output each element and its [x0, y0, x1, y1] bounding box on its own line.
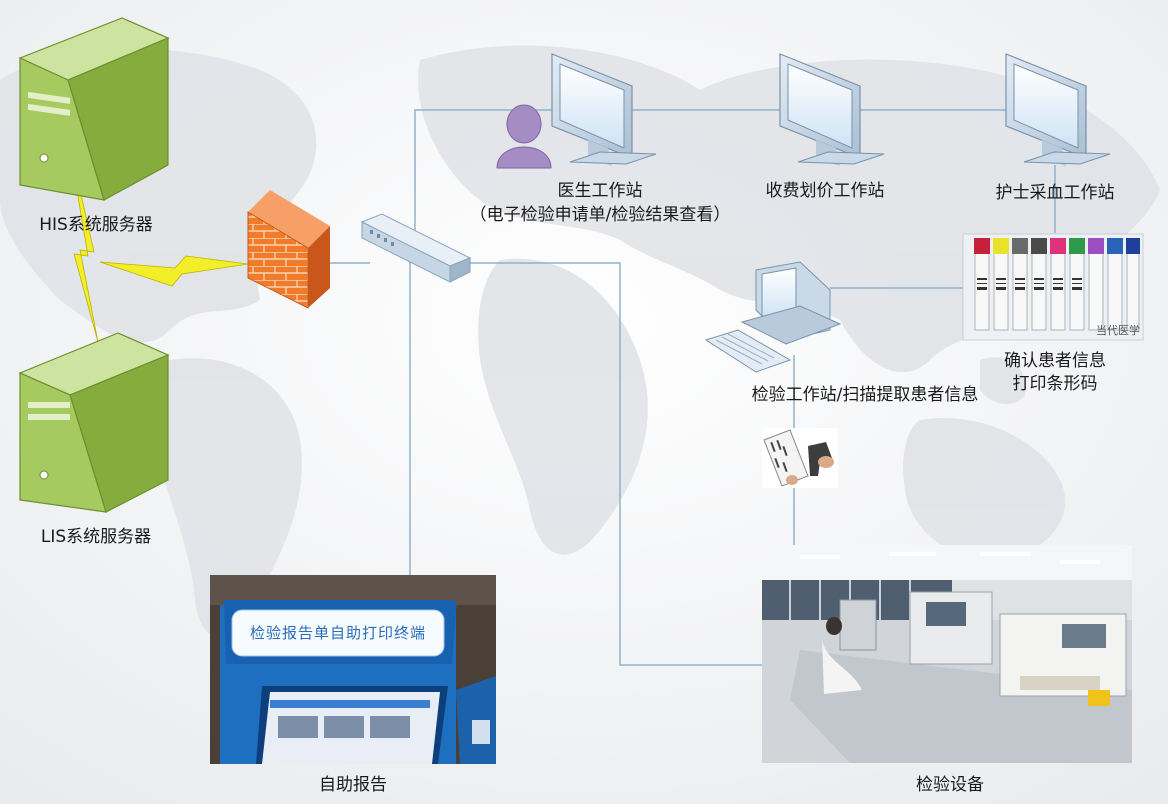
lab-equipment-label: 检验设备 [916, 775, 984, 795]
sample-tubes-photo: 当代医学 [962, 233, 1144, 341]
lis-server-label: LIS系统服务器 [40, 527, 152, 547]
link-switch-lab-equipment [460, 262, 762, 666]
kiosk-banner: 检验报告单自助打印终端 [249, 624, 426, 642]
doctor-station-label: 医生工作站 [557, 181, 643, 201]
switch-icon [360, 213, 472, 283]
nurse-station-label: 护士采血工作站 [995, 183, 1115, 203]
firewall-icon [247, 190, 330, 309]
doctor-station-sublabel: （电子检验申请单/检验结果查看） [469, 205, 731, 225]
billing-station-label: 收费划价工作站 [765, 181, 885, 201]
barcode-scanner-icon [762, 428, 838, 488]
monitor-icon [551, 53, 657, 166]
person-icon [496, 104, 552, 169]
server-icon [18, 332, 170, 513]
self-service-kiosk-photo [210, 575, 496, 764]
desktop-computer-icon [704, 261, 842, 373]
tubes-watermark: 当代医学 [1096, 323, 1140, 337]
lab-equipment-photo [762, 545, 1132, 763]
print-barcode-label: 打印条形码 [1012, 374, 1098, 394]
self-report-label: 自助报告 [319, 775, 387, 795]
confirm-info-label: 确认患者信息 [1004, 351, 1106, 371]
lab-station-label: 检验工作站/扫描提取患者信息 [751, 385, 979, 405]
monitor-icon [1005, 53, 1111, 166]
server-icon [18, 17, 170, 201]
monitor-icon [779, 53, 885, 166]
his-server-label: HIS系统服务器 [39, 215, 153, 235]
